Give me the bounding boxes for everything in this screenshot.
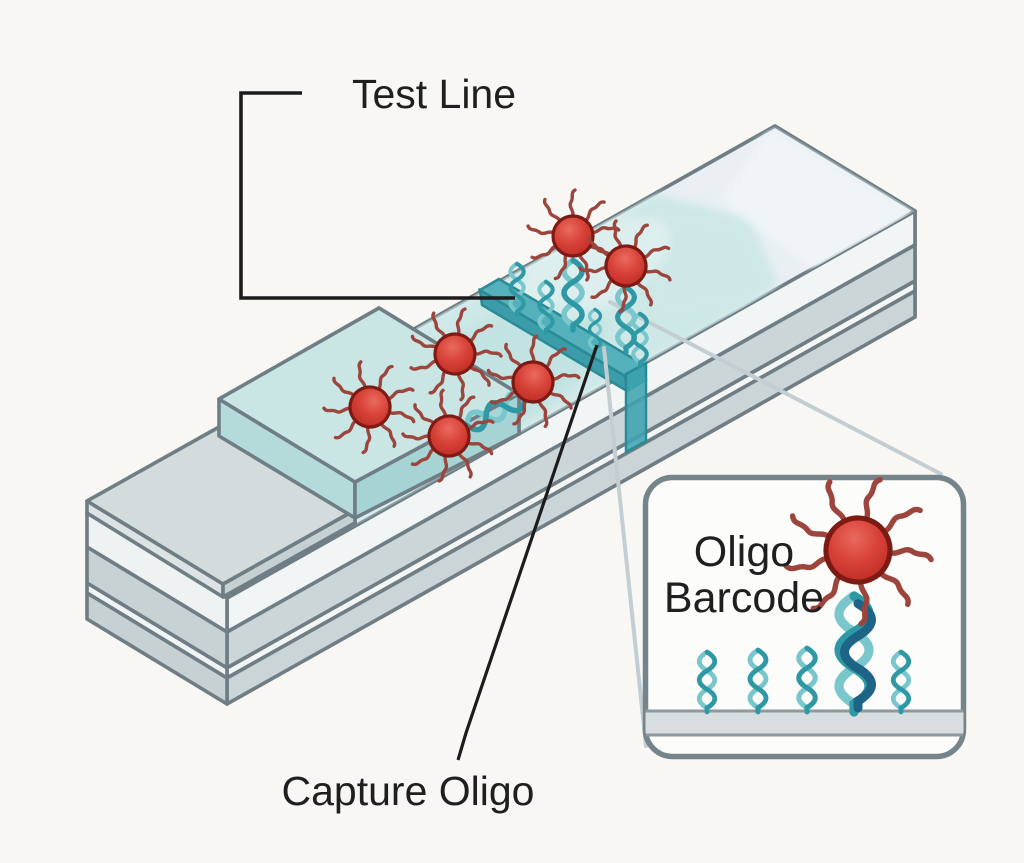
magnifier-line-lower (602, 346, 648, 748)
inset-membrane-bar (645, 709, 964, 737)
magnifier-line-upper (608, 300, 943, 476)
test-line-label: Test Line (352, 71, 516, 117)
capture-oligo-label: Capture Oligo (282, 768, 535, 814)
test-line-band-front-drop (624, 360, 648, 455)
inset-oligo-label-line1: Oligo (694, 528, 794, 576)
strip-backing-layers (85, 124, 917, 706)
inset-box-group: Oligo Barcode (642, 460, 967, 760)
inset-oligo-label-line2: Barcode (664, 574, 824, 622)
test-line-bracket (239, 91, 515, 300)
capture-oligo-pointer-line (456, 344, 599, 761)
strip-left-end-layer (85, 591, 229, 706)
membrane-teal-patch (648, 205, 778, 315)
